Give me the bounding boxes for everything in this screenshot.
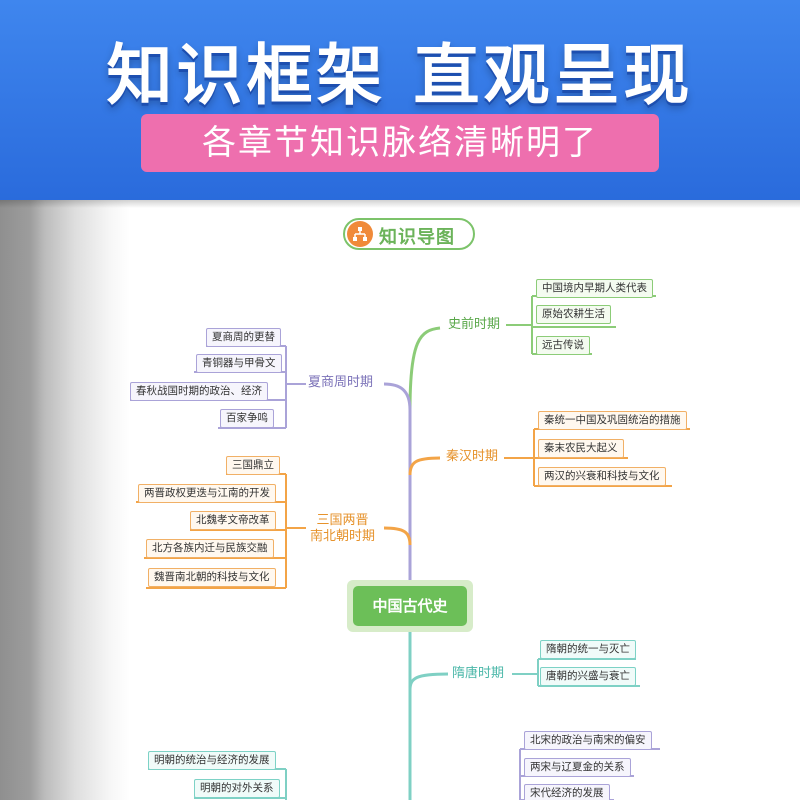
page-fold-shadow	[0, 200, 130, 800]
branch-prehistory: 史前时期	[448, 317, 501, 332]
center-node-label: 中国古代史	[353, 586, 467, 626]
branch-three-kingdoms-line2: 南北朝时期	[310, 529, 376, 544]
branch-three-kingdoms: 三国两晋 南北朝时期	[310, 513, 375, 545]
leaf-three-kingdoms: 三国鼎立	[226, 456, 280, 475]
leaf-ancient-legends: 远古传说	[536, 336, 590, 355]
branch-xia-shang-zhou: 夏商周时期	[308, 375, 374, 390]
center-node: 中国古代史	[347, 580, 473, 632]
leaf-ming-rule: 明朝的统治与经济的发展	[148, 751, 276, 770]
header-banner: 知识框架 直观呈现 各章节知识脉络清晰明了	[0, 0, 800, 200]
leaf-primitive-farming: 原始农耕生活	[536, 305, 611, 324]
leaf-xiaowen-reform: 北魏孝文帝改革	[190, 511, 276, 530]
banner-subtitle: 各章节知识脉络清晰明了	[141, 114, 659, 172]
mind-map-page: 知识导图 中国古代史 史前时期 中国境内早期人类代表 原始农耕生活 远古传说 夏…	[0, 200, 800, 800]
leaf-early-humans: 中国境内早期人类代表	[536, 279, 653, 298]
branch-sui-tang: 隋唐时期	[452, 666, 505, 681]
banner-title: 知识框架 直观呈现	[106, 37, 694, 114]
leaf-song-liao-relations: 两宋与辽夏金的关系	[524, 758, 631, 777]
leaf-ethnic-migration: 北方各族内迁与民族交融	[146, 539, 274, 558]
page-top-shadow	[0, 200, 800, 208]
knowledge-map-label: 知识导图	[379, 227, 455, 248]
leaf-tang-dynasty: 唐朝的兴盛与衰亡	[540, 667, 636, 686]
leaf-ming-foreign: 明朝的对外关系	[194, 779, 280, 798]
leaf-spring-autumn: 春秋战国时期的政治、经济	[130, 382, 268, 401]
leaf-song-economy: 宋代经济的发展	[524, 784, 610, 800]
mind-map-connectors	[130, 295, 690, 800]
leaf-peasant-uprising: 秦末农民大起义	[538, 439, 624, 458]
leaf-qin-unification: 秦统一中国及巩固统治的措施	[538, 411, 687, 430]
knowledge-map-badge: 知识导图	[343, 218, 475, 250]
leaf-sui-dynasty: 隋朝的统一与灭亡	[540, 640, 636, 659]
leaf-wei-jin-culture: 魏晋南北朝的科技与文化	[148, 568, 276, 587]
leaf-dynasty-succession: 夏商周的更替	[206, 328, 281, 347]
leaf-northern-song: 北宋的政治与南宋的偏安	[524, 731, 652, 750]
leaf-hundred-schools: 百家争鸣	[220, 409, 274, 428]
leaf-jin-jiangnan: 两晋政权更迭与江南的开发	[138, 484, 276, 503]
branch-qin-han: 秦汉时期	[446, 449, 499, 464]
leaf-han-rise-fall: 两汉的兴衰和科技与文化	[538, 467, 666, 486]
branch-three-kingdoms-line1: 三国两晋	[316, 513, 369, 528]
leaf-bronze-oracle: 青铜器与甲骨文	[196, 354, 282, 373]
hierarchy-icon	[347, 221, 373, 247]
